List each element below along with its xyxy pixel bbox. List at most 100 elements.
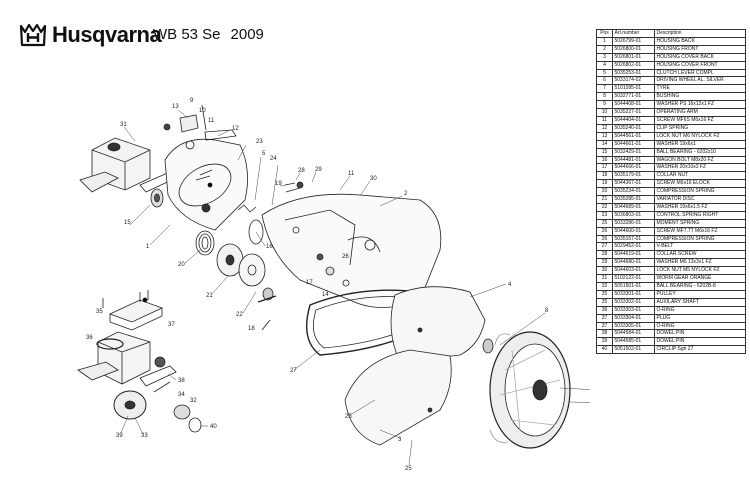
- variator-discs: [216, 219, 274, 331]
- callout-21: 21: [206, 293, 213, 299]
- callout-11: 11: [208, 118, 215, 124]
- leader-lines: [120, 109, 590, 466]
- compression-spring: [195, 204, 257, 256]
- cell-pos: 30: [596, 266, 613, 276]
- cell-desc: LOCK NUT M6 NYLOCK FZ: [654, 131, 746, 141]
- cell-pos: 17: [596, 163, 613, 173]
- cell-art: 5033174-02: [612, 76, 655, 86]
- cell-pos: 8: [596, 92, 613, 102]
- cell-desc: MOMENT SPRING: [654, 218, 746, 228]
- callout-36: 36: [86, 335, 93, 341]
- cell-pos: 7: [596, 84, 613, 94]
- housing-covers: [344, 286, 486, 446]
- callout-labels: 31 1 2 4 8 6 7 23 13 9 10 11 12 15 24 5 …: [86, 98, 549, 472]
- cell-pos: 27: [596, 242, 613, 252]
- cell-pos: 14: [596, 139, 613, 149]
- cell-art: 5033304-01: [612, 313, 655, 323]
- cell-art: 5026799-01: [612, 36, 655, 46]
- cell-desc: HOUSING BACK: [654, 36, 746, 46]
- callout-37: 37: [168, 322, 175, 328]
- cell-desc: LOCK NUT M5 NYLOCK FZ: [654, 266, 746, 276]
- cell-desc: DOWEL PIN: [654, 329, 746, 339]
- cell-pos: 11: [596, 115, 613, 125]
- cell-art: 5026802-01: [612, 60, 655, 70]
- cell-art: 5032771-01: [612, 92, 655, 102]
- cell-pos: 2: [596, 44, 613, 54]
- cell-desc: CIRCLIP Sgh 27: [654, 345, 746, 355]
- cell-art: 5051501-01: [612, 282, 655, 291]
- cell-desc: O-RING: [654, 305, 746, 315]
- cell-desc: BUSHING: [654, 92, 746, 102]
- cell-pos: 36: [596, 305, 613, 315]
- cell-art: 5102122-01: [612, 274, 655, 283]
- cell-desc: CONTROL SPRING RIGHT: [654, 210, 746, 220]
- cell-art: 5044561-01: [612, 131, 655, 141]
- cell-desc: COLLAR SCREW: [654, 250, 746, 260]
- housing-front: [261, 193, 442, 308]
- callout-27: 27: [290, 368, 297, 374]
- cell-pos: 28: [596, 250, 613, 260]
- callout-29: 29: [315, 167, 322, 173]
- cell-art: 5044367-01: [612, 179, 655, 189]
- cell-pos: 21: [596, 195, 613, 204]
- cell-desc: WASHER PS 16x12x1 FZ: [654, 100, 746, 110]
- callout-25: 25: [345, 414, 352, 420]
- callout-5: 5: [262, 151, 266, 157]
- cell-art: 5035157-01: [612, 234, 655, 244]
- callout-24: 24: [270, 156, 277, 162]
- callout-15: 15: [124, 220, 131, 226]
- cell-pos: 20: [596, 187, 613, 197]
- cell-art: 5035240-01: [612, 123, 655, 133]
- cell-desc: OPERATING ARM: [654, 108, 746, 117]
- cell-desc: COMPRESSION SPRING: [654, 187, 746, 197]
- callout-17: 17: [306, 280, 313, 286]
- callout-19: 19: [275, 181, 282, 187]
- cell-desc: WASHER M6 13x3x1 FZ: [654, 258, 746, 268]
- cell-art: 5033301-01: [612, 289, 655, 299]
- cell-art: 5044689-01: [612, 202, 655, 212]
- worm-gear-assembly: [79, 137, 177, 208]
- cell-pos: 22: [596, 202, 613, 212]
- cell-art: 5032429-01: [612, 147, 655, 157]
- cell-art: 5033305-01: [612, 321, 655, 331]
- cell-art: 5044584-01: [612, 329, 655, 339]
- cell-desc: DRIVING WHEEL AL. SILVER: [654, 76, 746, 86]
- cell-art: 5029452-01: [612, 242, 655, 252]
- cell-pos: 38: [596, 329, 613, 339]
- callout-14: 14: [322, 292, 329, 298]
- callout-38: 38: [178, 378, 185, 384]
- driving-wheel: [482, 331, 571, 449]
- callout-13: 13: [172, 104, 179, 110]
- cell-pos: 12: [596, 123, 613, 133]
- cell-desc: CLUTCH LEVER COMPL: [654, 68, 746, 78]
- cell-desc: COMPRESSION SPRING: [654, 234, 746, 244]
- cell-pos: 16: [596, 155, 613, 165]
- housing-back: [164, 138, 248, 231]
- cell-desc: BALL BEARING - 6202z10: [654, 147, 746, 157]
- cell-desc: HOUSING FRONT: [654, 44, 746, 54]
- callout-26: 26: [342, 254, 349, 260]
- exploded-parts-diagram: 31 1 2 4 8 6 7 23 13 9 10 11 12 15 24 5 …: [77, 98, 590, 472]
- cell-desc: WASHER 20x10x3 FZ: [654, 163, 746, 173]
- cell-pos: 9: [596, 100, 613, 110]
- cell-art: 5044680-01: [612, 258, 655, 268]
